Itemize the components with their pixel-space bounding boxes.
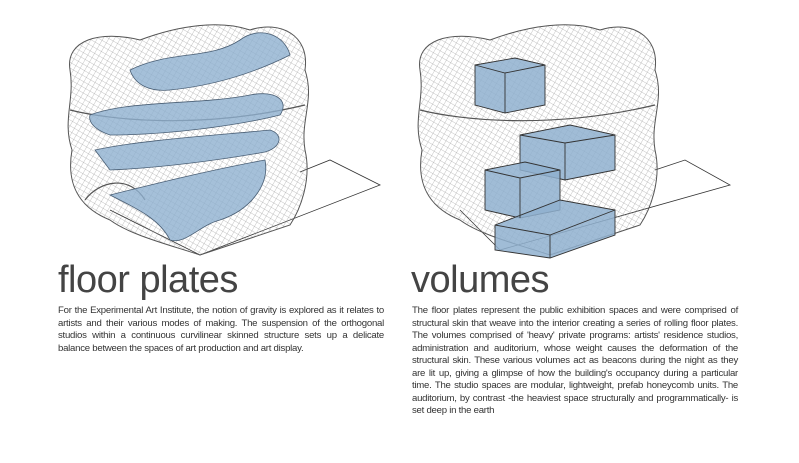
floor-plate — [108, 159, 267, 242]
panel-description-floor-plates: For the Experimental Art Institute, the … — [58, 305, 384, 354]
floor-plates-diagram — [67, 24, 381, 256]
floor-plate — [129, 32, 291, 91]
studio-volume — [474, 57, 546, 114]
panel-title-volumes: volumes — [411, 259, 550, 301]
auditorium-volume — [494, 199, 616, 259]
panel-description-volumes: The floor plates represent the public ex… — [412, 305, 738, 416]
volumes — [474, 57, 616, 259]
panel-title-floor-plates: floor plates — [58, 259, 238, 301]
floor-plate — [94, 129, 280, 171]
floor-plate — [89, 93, 284, 136]
volumes-diagram — [417, 24, 732, 259]
floor-plates — [89, 32, 291, 242]
